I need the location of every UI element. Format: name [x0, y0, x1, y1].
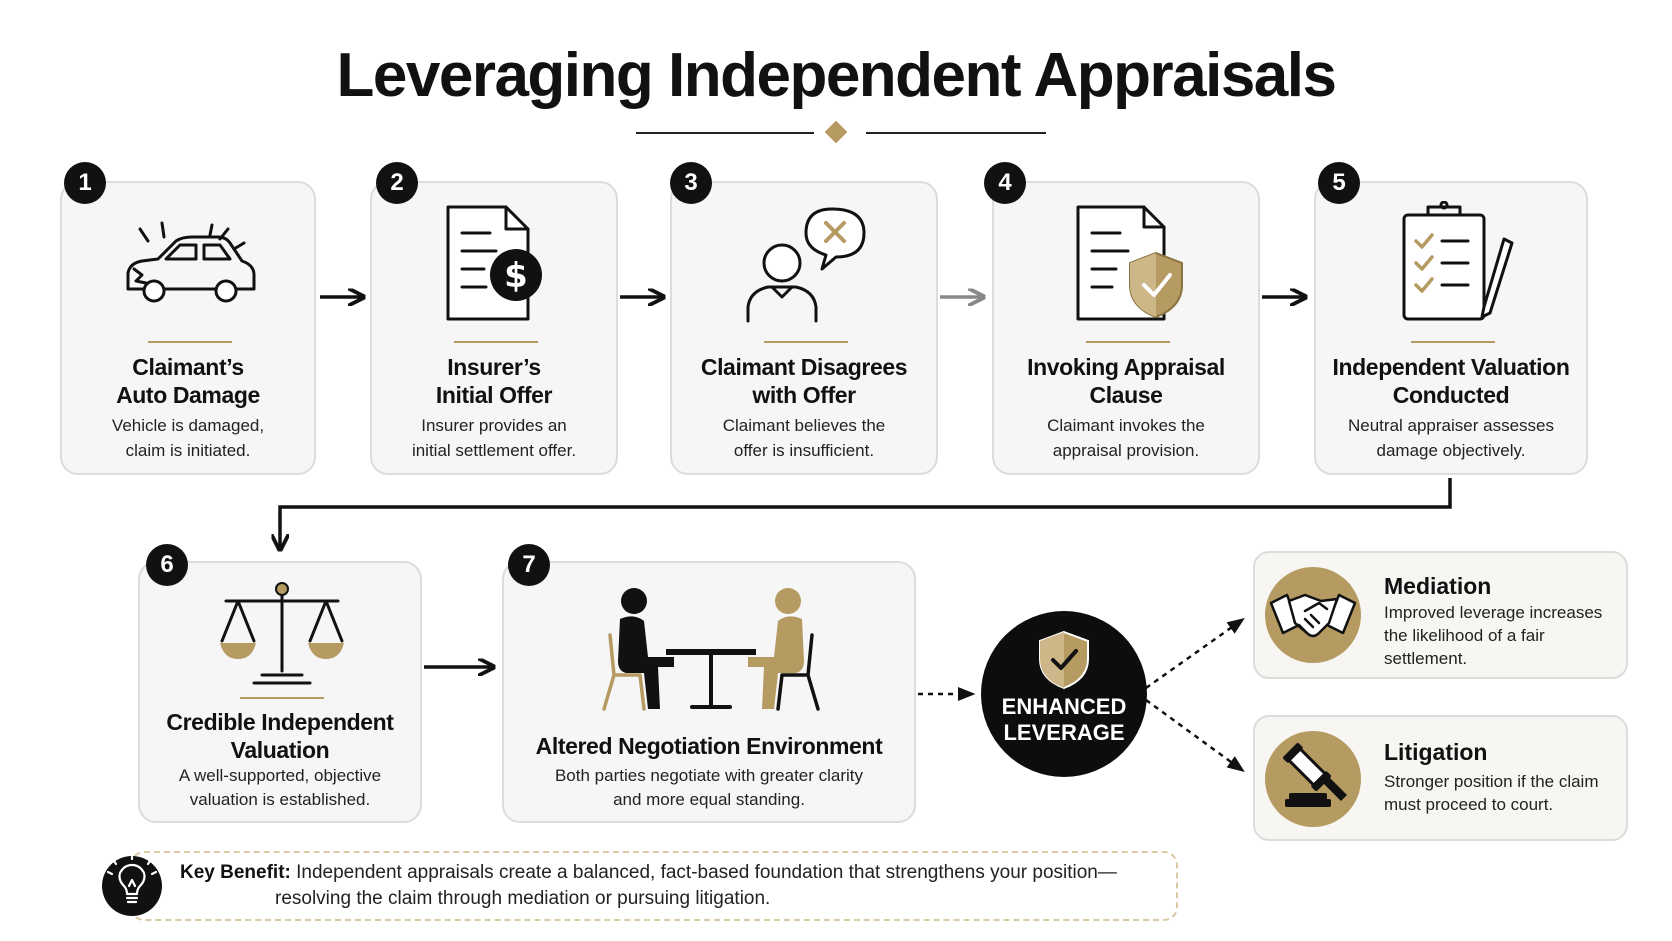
- step-badge-3: 3: [670, 162, 712, 204]
- key-benefit-text: Key Benefit: Independent appraisals crea…: [180, 860, 1160, 912]
- damaged-car-icon: [126, 221, 256, 303]
- accent-line: [240, 697, 324, 699]
- title-rule-right: [866, 132, 1046, 134]
- outcome-desc: Improved leverage increases the likeliho…: [1384, 603, 1603, 668]
- step-badge-7: 7: [508, 544, 550, 586]
- document-dollar-icon: $: [446, 205, 542, 321]
- clipboard-checklist-icon: [1402, 201, 1514, 321]
- handshake-icon: [1265, 567, 1361, 663]
- arrow-leverage-litigation: [1145, 698, 1245, 773]
- accent-line: [454, 341, 538, 343]
- step-badge-2: 2: [376, 162, 418, 204]
- step-badge-1: 1: [64, 162, 106, 204]
- arrow-leverage-mediation: [1145, 617, 1245, 690]
- accent-line: [1411, 341, 1495, 343]
- key-benefit-label: Key Benefit:: [180, 862, 291, 883]
- negotiation-table-icon: [602, 588, 820, 711]
- document-shield-icon: [1076, 205, 1183, 321]
- step-desc: Vehicle is damaged,claim is initiated.: [111, 416, 265, 460]
- lightbulb-icon: [102, 855, 162, 916]
- step-badge-4: 4: [984, 162, 1026, 204]
- gavel-icon: [1265, 731, 1361, 827]
- key-benefit-line2: resolving the claim through mediation or…: [275, 888, 771, 909]
- page-title: Leveraging Independent Appraisals: [336, 41, 1338, 110]
- outcome-litigation: Litigation Stronger position if the clai…: [1253, 715, 1628, 841]
- key-benefit-line1: Independent appraisals create a balanced…: [296, 862, 1117, 883]
- accent-line: [764, 341, 848, 343]
- svg-text:$: $: [504, 256, 528, 296]
- key-benefit-box: [130, 851, 1178, 921]
- step-title: Altered Negotiation Environment: [535, 733, 883, 759]
- outcome-title: Mediation: [1384, 573, 1492, 599]
- arrow-5-6: [280, 478, 1452, 548]
- title-rule-left: [636, 132, 814, 134]
- scales-icon: [220, 582, 344, 685]
- step-badge-5: 5: [1318, 162, 1360, 204]
- accent-line: [148, 341, 232, 343]
- shield-check-icon: [1039, 630, 1089, 690]
- accent-line: [1086, 341, 1170, 343]
- step-badge-6: 6: [146, 544, 188, 586]
- person-disagree-icon: [746, 207, 866, 323]
- outcome-title: Litigation: [1384, 739, 1488, 765]
- outcome-desc: Stronger position if the claim must proc…: [1384, 772, 1599, 814]
- step-desc: Both parties negotiate with greater clar…: [554, 766, 864, 809]
- step-card-7: Altered Negotiation Environment Both par…: [502, 561, 916, 823]
- outcome-mediation: Mediation Improved leverage increases th…: [1253, 551, 1628, 679]
